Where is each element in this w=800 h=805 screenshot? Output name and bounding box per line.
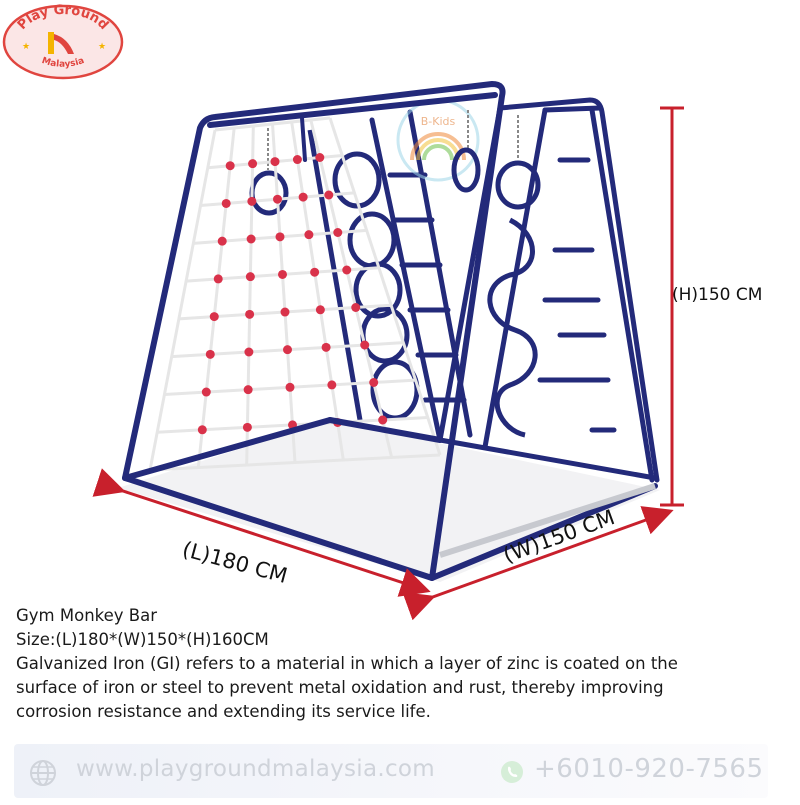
net-knot [225,161,235,171]
net-knot [273,194,282,204]
net-rope [271,123,297,463]
cargo-net [148,116,442,472]
net-rope [148,129,217,471]
watermark-logo: B-Kids [396,98,480,182]
height-dimension-label: (H)150 CM [672,285,763,305]
net-knot [275,232,285,242]
net-knot [270,157,280,167]
net-knot [197,425,207,435]
net-rope [290,121,345,461]
net-knot [327,380,337,390]
net-knot [247,196,257,206]
website-link[interactable]: www.playgroundmalaysia.com [76,756,435,782]
net-knot [310,267,320,277]
net-knot [280,307,290,317]
net-knot [342,265,352,275]
net-knot [285,382,295,392]
net-knot [315,305,325,315]
description-line: corrosion resistance and extending its s… [16,702,431,721]
net-knot [213,274,223,284]
net-knot [221,198,231,208]
net-knot [292,155,302,165]
net-knot [209,312,219,322]
net-rope [309,119,394,458]
net-knot [217,236,227,246]
net-rope [214,116,331,132]
dimension-lines [92,106,684,621]
net-knot [245,309,255,319]
brand-logo: Play Ground Malaysia ★ ★ [2,4,124,80]
net-knot [298,192,308,202]
net-knot [351,303,361,312]
net-knot [333,228,343,237]
net-knot [369,378,379,387]
net-knot [304,230,314,240]
right-panel-loops [487,217,538,438]
net-knot [278,269,287,279]
net-knot [242,422,252,432]
net-knot [243,385,253,395]
svg-text:★: ★ [98,41,106,51]
net-knot [244,347,254,357]
net-knot [245,272,255,282]
net-knot [205,349,215,359]
description-line: Galvanized Iron (GI) refers to a materia… [16,654,678,673]
net-rope [245,125,255,466]
svg-text:B-Kids: B-Kids [421,115,456,128]
net-knot [321,342,331,352]
net-knot [378,415,388,425]
net-rope [328,117,442,456]
description-line: surface of iron or steel to prevent meta… [16,678,664,697]
slide-icon [48,32,74,54]
product-size: Size:(L)180*(W)150*(H)160CM [16,630,269,649]
net-knot [315,153,325,162]
gym-rings [249,110,541,216]
net-knot [324,190,334,200]
net-rope [196,127,236,468]
net-knot [283,345,292,355]
product-title: Gym Monkey Bar [16,606,157,625]
product-description: Gym Monkey Bar Size:(L)180*(W)150*(H)160… [16,604,786,724]
net-knot [360,340,370,350]
phone-number[interactable]: +6010-920-7565 [534,754,764,784]
whatsapp-icon [501,761,523,783]
globe-icon [30,760,56,786]
net-rope [149,453,441,472]
right-panel-rungs [537,157,617,433]
svg-text:★: ★ [22,41,30,51]
net-knot [248,159,258,169]
net-knot [246,234,256,244]
svg-text:Malaysia: Malaysia [40,56,85,70]
contact-footer: www.playgroundmalaysia.com +6010-920-756… [14,744,768,798]
net-knot [201,387,211,397]
